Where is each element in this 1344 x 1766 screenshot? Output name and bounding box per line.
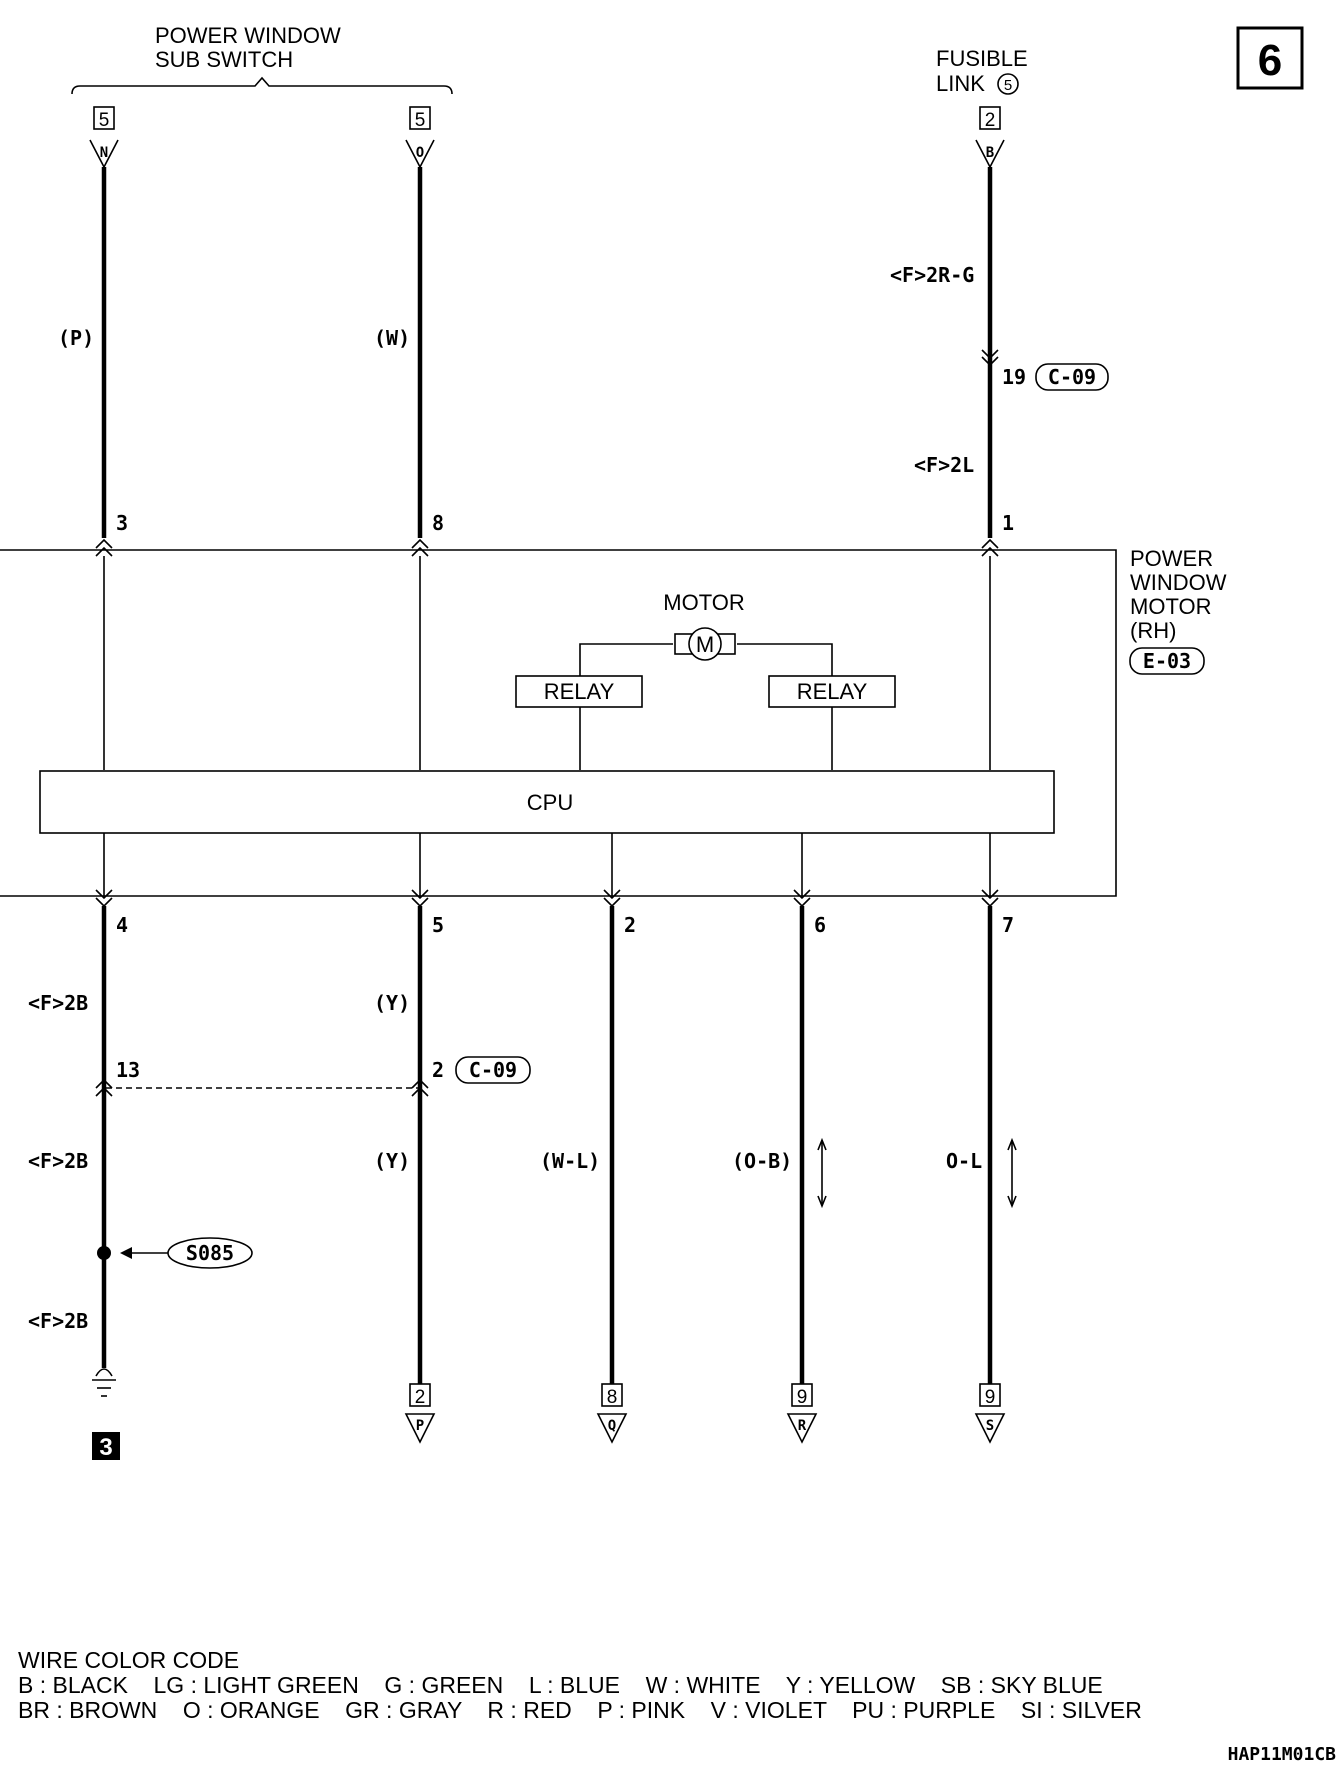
motor-pin-1: 1 bbox=[1002, 511, 1014, 535]
svg-text:8: 8 bbox=[607, 1387, 618, 1408]
motor-unit-label-2: WINDOW bbox=[1130, 570, 1227, 595]
fusible-link-label: FUSIBLE bbox=[936, 46, 1028, 71]
wire-6-color: (O-B) bbox=[732, 1149, 792, 1173]
svg-text:N: N bbox=[100, 145, 108, 161]
wire-b-color-bottom: <F>2L bbox=[914, 453, 974, 477]
motor-unit-label-4: (RH) bbox=[1130, 618, 1176, 643]
connector-top-o: 5 O bbox=[405, 106, 435, 169]
motor-relay-wires bbox=[579, 643, 833, 678]
connector-c09-badge-bottom bbox=[455, 1056, 531, 1084]
wire-7-color: O-L bbox=[946, 1149, 982, 1173]
connector-e03-badge bbox=[1129, 647, 1205, 675]
connector-bottom-q: 8 Q bbox=[596, 1383, 628, 1444]
motor-unit-label: POWER bbox=[1130, 546, 1213, 571]
wire-n-color: (P) bbox=[58, 326, 94, 350]
fusible-link-number-circle bbox=[997, 73, 1019, 95]
svg-text:9: 9 bbox=[985, 1387, 996, 1408]
motor-pin-3: 3 bbox=[116, 511, 128, 535]
wire-5-color-1: (Y) bbox=[374, 991, 410, 1015]
cpu-label: CPU bbox=[527, 790, 573, 815]
legend-title: WIRE COLOR CODE bbox=[18, 1647, 239, 1673]
page-number: 6 bbox=[1258, 36, 1282, 85]
motor-unit-label-3: MOTOR bbox=[1130, 594, 1211, 619]
svg-text:B: B bbox=[986, 145, 994, 161]
legend-row-2: BR : BROWN O : ORANGE GR : GRAY R : RED … bbox=[18, 1697, 1142, 1723]
page-number-box bbox=[1236, 26, 1304, 90]
svg-text:S: S bbox=[986, 1418, 994, 1434]
bidirectional-arrow-6 bbox=[817, 1137, 827, 1209]
svg-text:2: 2 bbox=[985, 110, 996, 131]
motor-pin-8: 8 bbox=[432, 511, 444, 535]
bidirectional-arrow-7 bbox=[1007, 1137, 1017, 1209]
ground-icon bbox=[92, 1368, 116, 1397]
figure-code: HAP11M01CB bbox=[1228, 1744, 1337, 1765]
motor-pin-4: 4 bbox=[116, 913, 128, 937]
wire-o-color: (W) bbox=[374, 326, 410, 350]
motor-label: MOTOR bbox=[663, 590, 744, 615]
relay-right-label: RELAY bbox=[797, 679, 868, 704]
ground-number-box bbox=[92, 1432, 120, 1460]
connector-c09-badge-top bbox=[1035, 363, 1109, 391]
svg-text:5: 5 bbox=[415, 110, 426, 131]
svg-text:O: O bbox=[416, 145, 424, 161]
splice-dot bbox=[97, 1246, 111, 1260]
sub-switch-bracket bbox=[71, 76, 453, 95]
wire-4-color-1: <F>2B bbox=[28, 991, 88, 1015]
relay-right-box bbox=[768, 675, 896, 708]
wire-5-junction-conn: C-09 bbox=[469, 1058, 517, 1082]
splice-arrow-head bbox=[120, 1247, 132, 1259]
pin-receptacle-8 bbox=[411, 538, 429, 557]
inline-connector-13 bbox=[95, 1078, 113, 1097]
wire-4-junction-pin: 13 bbox=[116, 1058, 140, 1082]
svg-text:R: R bbox=[798, 1418, 807, 1434]
motor-pin-5: 5 bbox=[432, 913, 444, 937]
splice-badge bbox=[167, 1237, 253, 1269]
inline-connector-2 bbox=[411, 1078, 429, 1097]
wire-4-color-3: <F>2B bbox=[28, 1309, 88, 1333]
svg-text:P: P bbox=[416, 1418, 424, 1434]
fusible-link-label-2: LINK bbox=[936, 71, 985, 96]
pin-receptacle-1 bbox=[981, 538, 999, 557]
connector-bottom-s: 9 S bbox=[974, 1383, 1006, 1444]
wire-4-color-2: <F>2B bbox=[28, 1149, 88, 1173]
wire-5-color-2: (Y) bbox=[374, 1149, 410, 1173]
connector-bottom-p: 2 P bbox=[404, 1383, 436, 1444]
wire-b-color-top: <F>2R-G bbox=[890, 263, 974, 287]
motor-symbol: M bbox=[696, 632, 714, 657]
cpu-box bbox=[39, 770, 1055, 834]
wire-2-color: (W-L) bbox=[540, 1149, 600, 1173]
svg-text:5: 5 bbox=[99, 110, 110, 131]
motor-unit-connector: E-03 bbox=[1143, 649, 1191, 673]
legend-row-1: B : BLACK LG : LIGHT GREEN G : GREEN L :… bbox=[18, 1672, 1103, 1698]
motor-symbol-circle bbox=[688, 627, 722, 661]
wire-b-junction-pin: 19 bbox=[1002, 365, 1026, 389]
wire-5-junction-pin: 2 bbox=[432, 1058, 444, 1082]
wire-b-junction-conn: C-09 bbox=[1048, 365, 1096, 389]
ground-number: 3 bbox=[99, 1434, 112, 1461]
relay-left-label: RELAY bbox=[544, 679, 615, 704]
sub-switch-label: POWER WINDOW bbox=[155, 23, 341, 48]
motor-pin-2: 2 bbox=[624, 913, 636, 937]
motor-pin-6: 6 bbox=[814, 913, 826, 937]
fusible-link-number: 5 bbox=[1004, 77, 1012, 94]
splice-label: S085 bbox=[186, 1241, 234, 1265]
pin-receptacle-3 bbox=[95, 538, 113, 557]
inline-connector-top bbox=[981, 349, 999, 367]
connector-top-b: 2 B bbox=[975, 106, 1005, 169]
motor-unit-outline bbox=[0, 549, 1117, 897]
svg-text:9: 9 bbox=[797, 1387, 808, 1408]
connector-bottom-r: 9 R bbox=[786, 1383, 818, 1444]
relay-left-box bbox=[515, 675, 643, 708]
svg-text:2: 2 bbox=[415, 1387, 426, 1408]
svg-text:Q: Q bbox=[608, 1418, 616, 1434]
motor-pin-7: 7 bbox=[1002, 913, 1014, 937]
sub-switch-label-2: SUB SWITCH bbox=[155, 47, 293, 72]
connector-top-n: 5 N bbox=[89, 106, 119, 169]
